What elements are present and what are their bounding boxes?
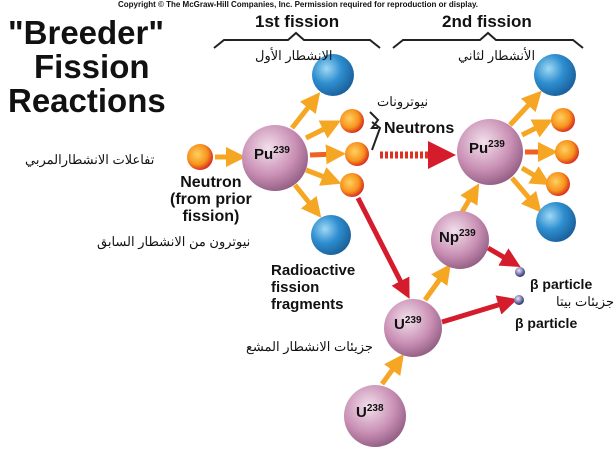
title: "Breeder" Fission Reactions [8, 16, 166, 118]
u239-label: U239 [394, 315, 422, 333]
pu239-label-1: Pu239 [254, 145, 290, 163]
u238-label: U238 [356, 403, 384, 421]
first-fission-label: 1st fission [255, 12, 340, 31]
particles [187, 54, 579, 447]
u238 [344, 385, 406, 447]
pu239-1 [242, 125, 308, 191]
mass: 239 [459, 228, 476, 239]
breeder-ar: تفاعلات الانشطارالمربي [25, 152, 155, 167]
u239 [384, 299, 442, 357]
first-fission-ar: الانشطار الأول [255, 48, 333, 63]
neutrons-label: Neutrons [384, 120, 455, 137]
symbol: Np [439, 229, 459, 246]
fragment-2 [311, 215, 351, 255]
braces [213, 31, 584, 151]
mass: 239 [488, 139, 505, 150]
beta-ar: جزيئات بيتا [556, 294, 614, 309]
neutron [546, 172, 570, 196]
symbol: Pu [469, 140, 489, 157]
title-line: Reactions [8, 82, 166, 119]
neutron [340, 173, 364, 197]
second-fission-label: 2nd fission [442, 12, 532, 31]
beta-1 [515, 267, 525, 277]
neutron [340, 109, 364, 133]
beta-label-1: β particle [530, 276, 593, 292]
mass: 239 [273, 145, 290, 156]
symbol: U [356, 404, 367, 421]
copyright: Copyright © The McGraw-Hill Companies, I… [118, 0, 479, 9]
label-line: fission) [182, 208, 240, 225]
neutron [551, 108, 575, 132]
neutron-in [187, 144, 213, 170]
label-line: Neutron [180, 174, 242, 191]
arrows [215, 90, 558, 386]
neutron [345, 142, 369, 166]
neutron-prior-ar: نيوترون من الانشطار السابق [97, 234, 251, 249]
neutron-prior-label: Neutron (from prior fission) [170, 174, 252, 225]
pu239-label-2: Pu239 [469, 139, 505, 157]
label-line: (from prior [170, 191, 252, 208]
symbol: Pu [254, 146, 274, 163]
second-fission-ar: الأنشطار لثاني [458, 48, 536, 63]
neutron [555, 140, 579, 164]
fragments-ar: جزيئات الانشطار المشع [246, 339, 373, 354]
symbol: U [394, 316, 405, 333]
label-line: Radioactive [271, 262, 356, 279]
beta-2 [514, 295, 524, 305]
title-line: Fission [34, 48, 150, 85]
beta-label-2: β particle [515, 315, 578, 331]
pu239-2 [457, 119, 523, 185]
mass: 239 [404, 315, 422, 326]
fragments-label: Radioactive fission fragments [271, 262, 355, 313]
neutrons-ar: نيوترونات [377, 94, 429, 109]
fragment-3 [534, 54, 576, 96]
title-line: "Breeder" [8, 14, 165, 51]
np239-label: Np239 [439, 228, 476, 246]
mass: 238 [366, 403, 384, 414]
fragment-4 [536, 202, 576, 242]
label-line: fragments [271, 296, 344, 313]
label-line: fission [271, 279, 320, 296]
fragment-1 [312, 54, 354, 96]
np239 [431, 211, 489, 269]
